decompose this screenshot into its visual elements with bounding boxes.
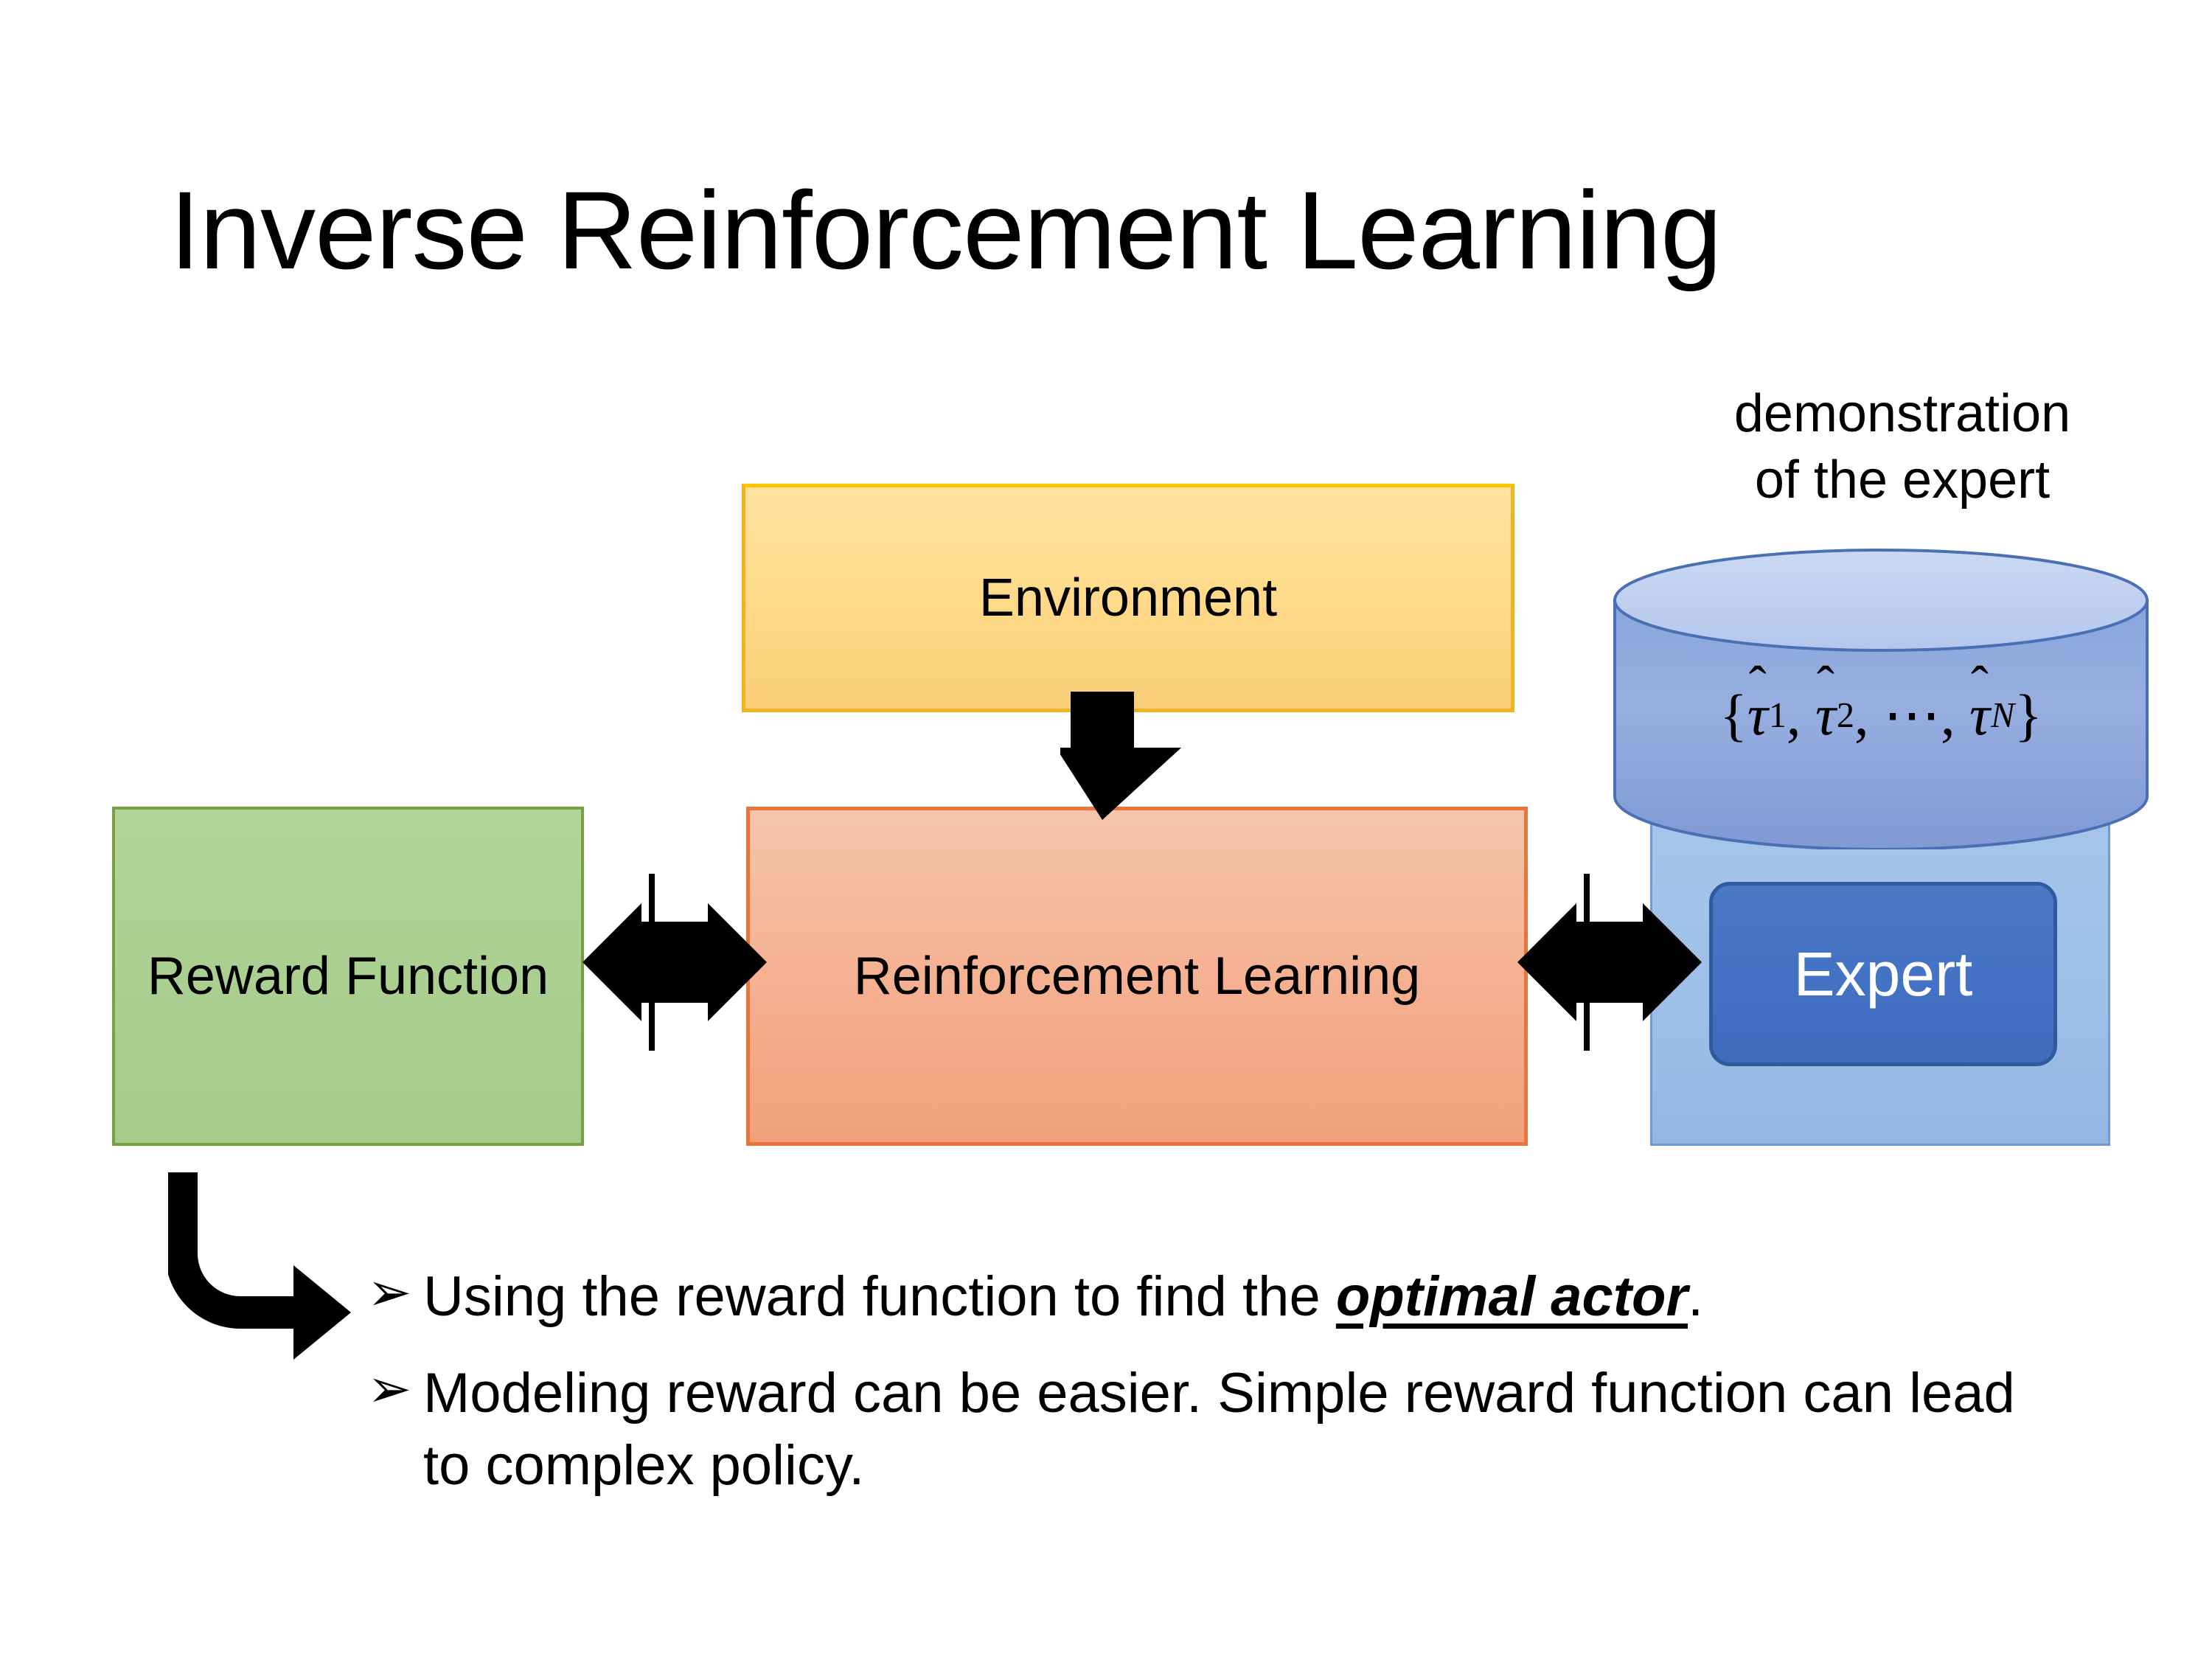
formula-sep-3: ,	[1941, 683, 1970, 747]
formula-sep-2: ,	[1854, 683, 1884, 747]
reinforcement-learning-box[interactable]: Reinforcement Learning	[746, 807, 1528, 1146]
expert-box-label: Expert	[1793, 939, 1973, 1009]
page-title: Inverse Reinforcement Learning	[170, 168, 1722, 292]
bullet-text: Using the reward function to find the op…	[423, 1261, 2063, 1332]
environment-box[interactable]: Environment	[742, 484, 1514, 712]
demonstration-formula: {̂τ1, ̂τ2, ⋯, ̂τN}	[1719, 683, 2042, 747]
formula-sep-1: ,	[1786, 683, 1815, 747]
list-item: ➢ Modeling reward can be easier. Simple …	[367, 1357, 2063, 1501]
formula-close-brace: }	[2014, 683, 2042, 747]
expert-box[interactable]: Expert	[1709, 882, 2057, 1066]
formula-ellipsis: ⋯	[1883, 683, 1941, 747]
formula-tau-2: ̂τ	[1815, 683, 1836, 747]
reward-rl-exchange-arrow-icon	[582, 874, 767, 1051]
bullet-list: ➢ Using the reward function to find the …	[367, 1261, 2063, 1526]
demonstration-caption: demonstration of the expert	[1630, 380, 2175, 513]
formula-tau-n: ̂τ	[1969, 683, 1990, 747]
bullet-marker-icon: ➢	[367, 1360, 412, 1419]
reward-to-notes-arrow-icon	[168, 1172, 351, 1360]
reinforcement-learning-box-label: Reinforcement Learning	[853, 946, 1421, 1006]
formula-open-brace: {	[1719, 683, 1747, 747]
formula-tau-1: ̂τ	[1747, 683, 1768, 747]
bullet-text-before: Using the reward function to find the	[423, 1265, 1336, 1328]
bullet-marker-icon: ➢	[367, 1263, 412, 1322]
bullet-emphasis: optimal actor	[1335, 1265, 1688, 1328]
rl-expert-exchange-arrow-icon	[1517, 874, 1702, 1051]
environment-to-rl-arrow-icon	[1060, 692, 1181, 820]
list-item: ➢ Using the reward function to find the …	[367, 1261, 2063, 1332]
demonstration-caption-line-2: of the expert	[1754, 451, 2051, 509]
bullet-text: Modeling reward can be easier. Simple re…	[423, 1362, 2015, 1497]
reward-function-box[interactable]: Reward Function	[112, 807, 584, 1146]
environment-box-label: Environment	[978, 568, 1278, 627]
reward-function-box-label: Reward Function	[147, 946, 549, 1006]
demonstration-cylinder: {̂τ1, ̂τ2, ⋯, ̂τN}	[1612, 547, 2150, 849]
bullet-text-after: .	[1688, 1265, 1704, 1328]
demonstration-caption-line-1: demonstration	[1733, 384, 2071, 443]
